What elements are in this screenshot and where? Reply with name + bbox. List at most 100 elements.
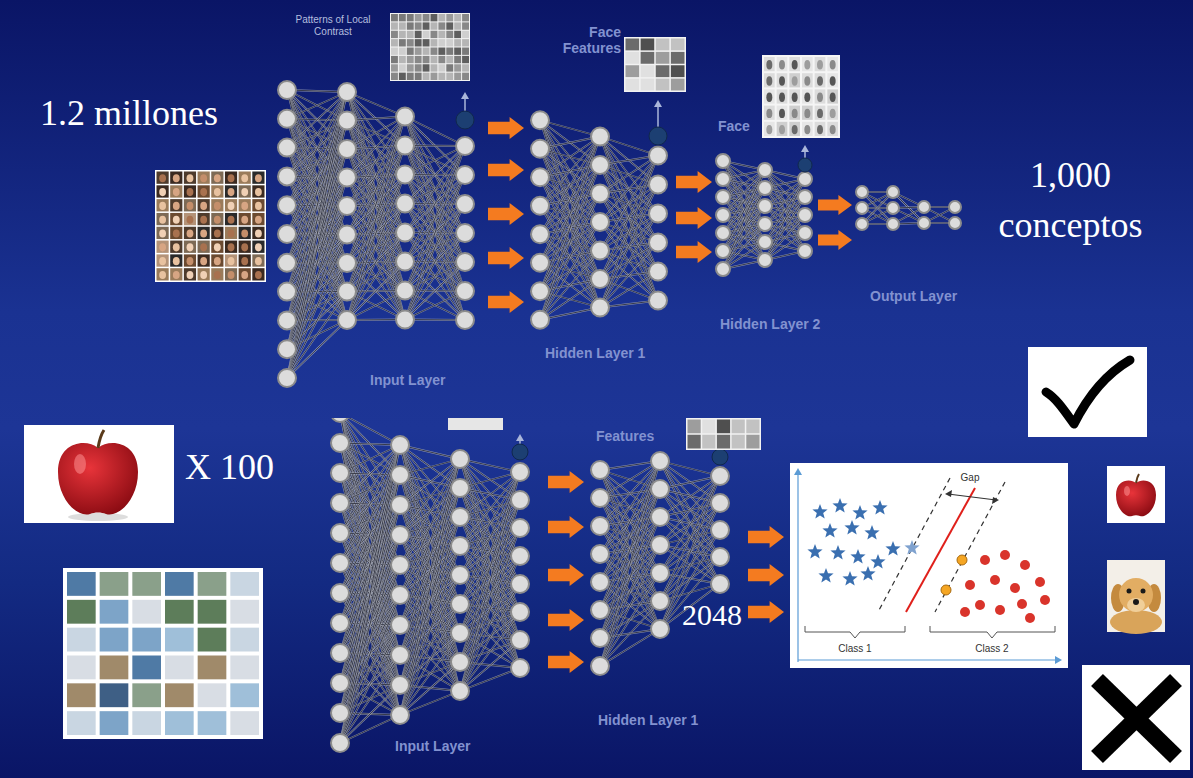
feature-tile (671, 52, 685, 64)
face-tile (239, 227, 251, 239)
neuron (391, 436, 409, 454)
filter-tile (399, 64, 406, 71)
face-tile (214, 216, 221, 224)
filter-tile (391, 22, 398, 29)
network-link (287, 121, 347, 379)
flow-arrow (748, 526, 784, 548)
network-link (405, 233, 465, 320)
neuron (918, 217, 930, 229)
face-tile (200, 257, 207, 265)
neuron (591, 128, 609, 146)
neuron (798, 208, 812, 222)
filter-tile (407, 22, 414, 29)
neuron (451, 624, 469, 642)
flow-arrow (488, 159, 524, 181)
probe-line (464, 98, 466, 111)
face-tile (241, 229, 248, 237)
filter-tile (431, 73, 438, 80)
filter-tile (462, 64, 469, 71)
neuron (451, 450, 469, 468)
neuron (798, 172, 812, 186)
network-link (540, 165, 600, 320)
face-tile (184, 268, 196, 280)
neuron (338, 226, 356, 244)
face-tile (228, 229, 235, 237)
flow-arrow (548, 516, 584, 538)
filter-tile (423, 64, 430, 71)
feature-tile (626, 52, 640, 64)
face-tile (225, 268, 237, 280)
face-tile (214, 202, 221, 210)
face-tile (173, 174, 180, 182)
neuron (511, 463, 529, 481)
network-link (340, 475, 400, 743)
face-tile (211, 213, 223, 225)
neuron (331, 644, 349, 662)
neuron (396, 282, 414, 300)
neuron (511, 519, 529, 537)
face-tile (211, 241, 223, 253)
flow-arrow (676, 241, 712, 263)
face-tile (764, 57, 775, 71)
neuron (278, 311, 296, 329)
neuron (456, 137, 474, 155)
network-link (460, 612, 520, 691)
neuron (451, 508, 469, 526)
network-link (405, 146, 465, 292)
face-tile (200, 229, 207, 237)
flow-arrow (818, 230, 852, 250)
filter-tile (407, 14, 414, 21)
filter-tile (415, 56, 422, 63)
face-tile (225, 213, 237, 225)
face-tile (255, 174, 262, 182)
filter-tile (462, 22, 469, 29)
face-tile (173, 188, 180, 196)
filter-tile (454, 14, 461, 21)
neuron (331, 734, 349, 752)
filter-tile (399, 56, 406, 63)
face-tile (211, 172, 223, 184)
network-link (460, 459, 520, 612)
neuron (391, 586, 409, 604)
neuron (711, 548, 729, 566)
face-tile (170, 268, 182, 280)
network-link (340, 655, 400, 743)
face-tile (214, 174, 221, 182)
face-tile (239, 172, 251, 184)
face-tile (173, 243, 180, 251)
filter-tile (399, 39, 406, 46)
face-tile (802, 57, 813, 71)
neuron (278, 225, 296, 243)
face-tile (198, 254, 210, 266)
neuron (758, 235, 772, 249)
filter-tile (391, 48, 398, 55)
face-tile (241, 271, 248, 279)
neuron (856, 186, 868, 198)
neuron (331, 418, 349, 422)
network-link (600, 573, 660, 666)
filter-tile (391, 39, 398, 46)
filter-tile (446, 39, 453, 46)
filter-tile (462, 48, 469, 55)
neuron (591, 270, 609, 288)
face-tile (187, 229, 194, 237)
neuron (511, 603, 529, 621)
neuron (798, 226, 812, 240)
neuron (716, 208, 730, 222)
network-link (540, 194, 600, 320)
face-tile (214, 243, 221, 251)
neuron (651, 592, 669, 610)
neuron (456, 253, 474, 271)
network-link (600, 214, 658, 308)
network-link (340, 443, 400, 715)
face-tile (255, 229, 262, 237)
neuron (331, 524, 349, 542)
neuron (798, 190, 812, 204)
neuron (451, 537, 469, 555)
network-link (340, 595, 400, 743)
filter-tile (391, 73, 398, 80)
neuron (716, 262, 730, 276)
neuron (331, 464, 349, 482)
face-tile (239, 241, 251, 253)
face-tile (815, 57, 826, 71)
